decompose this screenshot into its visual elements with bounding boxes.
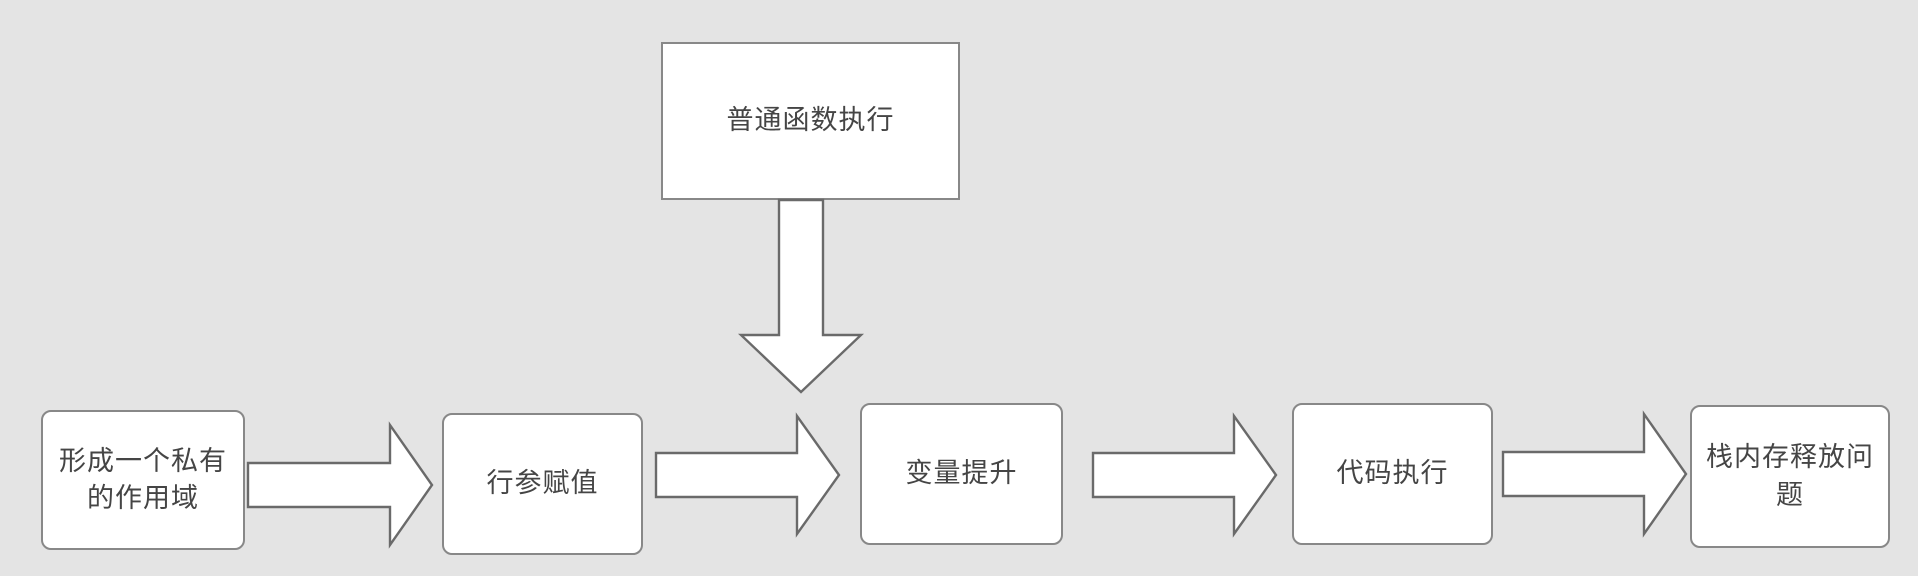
arrow-step1-to-step2	[246, 421, 434, 549]
node-label: 变量提升	[905, 458, 1018, 489]
node-step3-variable-hoisting[interactable]: 变量提升	[860, 403, 1063, 545]
arrow-step2-to-step3	[654, 412, 841, 538]
arrow-step3-to-step4	[1091, 412, 1278, 538]
arrow-down-shape	[737, 198, 865, 394]
arrow-right-shape	[1091, 412, 1278, 538]
arrow-right-shape	[654, 412, 841, 538]
node-label: 代码执行	[1336, 458, 1449, 489]
node-step4-code-execution[interactable]: 代码执行	[1292, 403, 1493, 545]
node-step5-stack-memory-release[interactable]: 栈内存释放问 题	[1690, 405, 1890, 548]
node-label: 行参赋值	[486, 468, 599, 499]
node-label: 形成一个私有 的作用域	[59, 445, 227, 513]
node-step2-parameter-assignment[interactable]: 行参赋值	[442, 413, 643, 555]
node-label: 栈内存释放问 题	[1706, 442, 1874, 510]
arrow-right-shape	[246, 421, 434, 549]
arrow-step4-to-step5	[1501, 410, 1688, 538]
node-label: 普通函数执行	[726, 105, 895, 136]
arrow-right-shape	[1501, 410, 1688, 538]
node-step1-private-scope[interactable]: 形成一个私有 的作用域	[41, 410, 245, 550]
node-header-normal-function-execution[interactable]: 普通函数执行	[661, 42, 960, 200]
arrow-down-header-to-step2	[737, 198, 865, 394]
